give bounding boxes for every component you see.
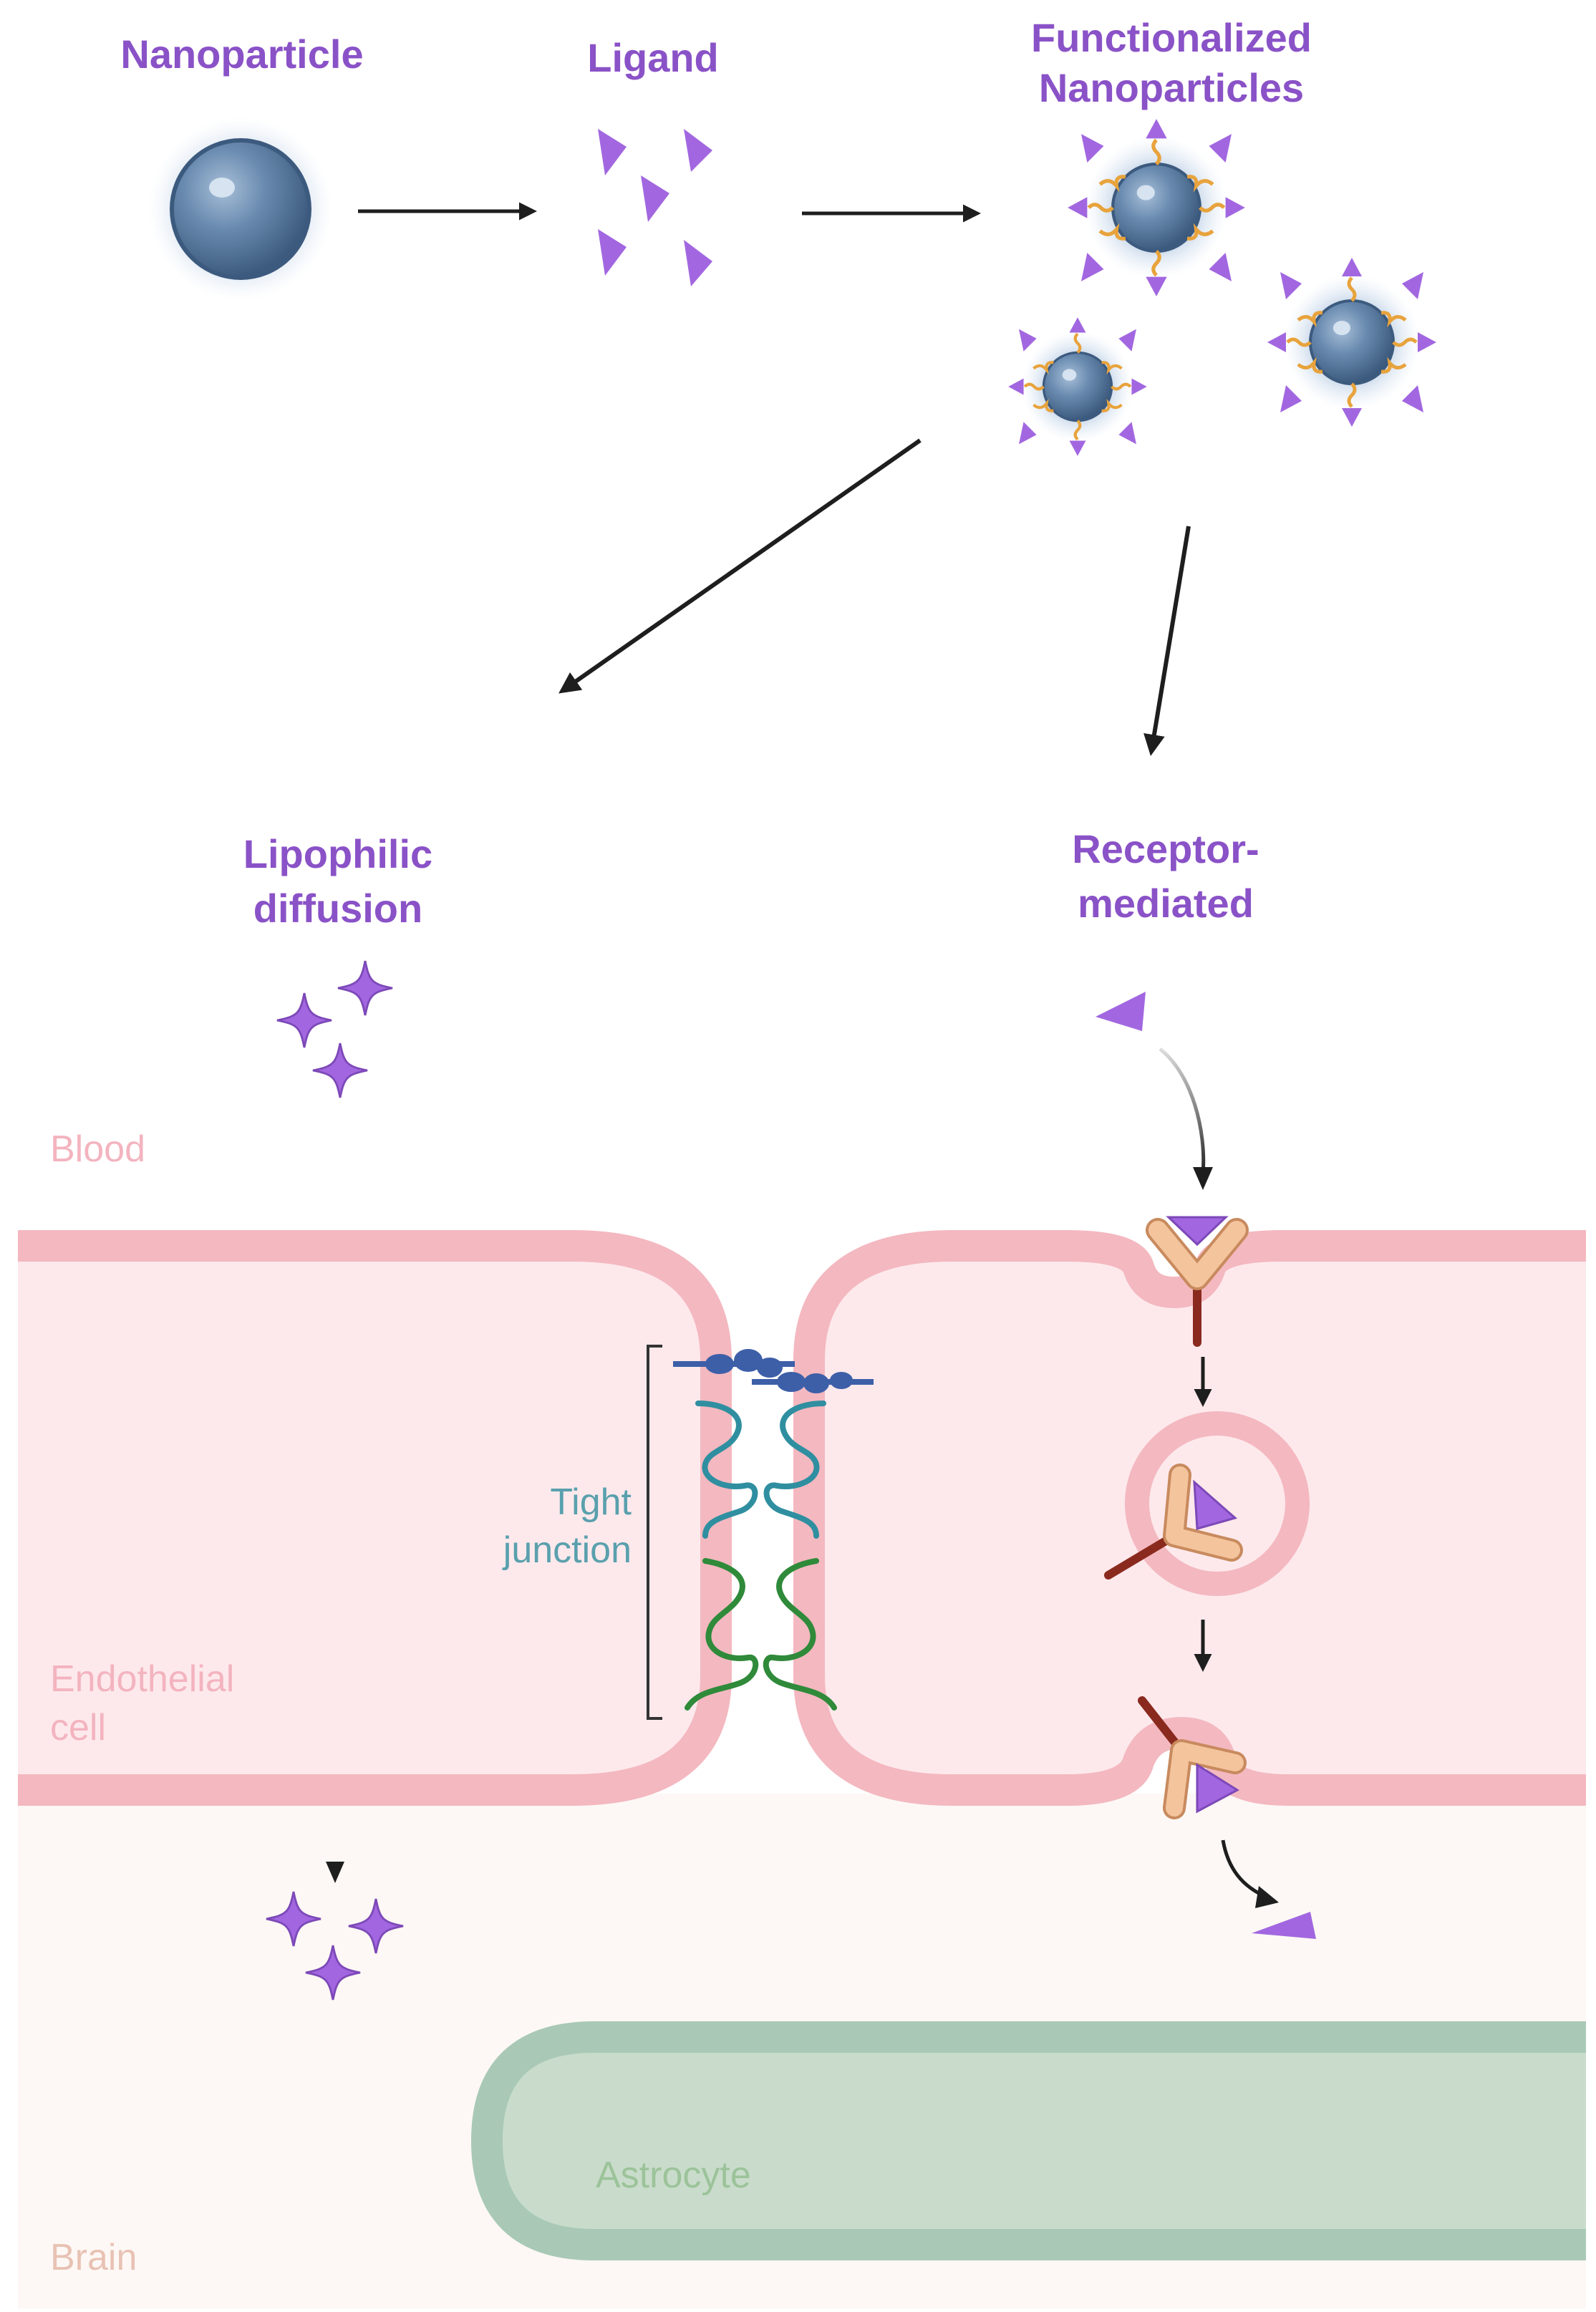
- lipophilic-molecules-blood: [276, 959, 394, 1099]
- label-ligand: Ligand: [587, 35, 719, 80]
- endocytic-vesicle: [1104, 1411, 1310, 1596]
- arrow-ligand-to-receptor: [1159, 1048, 1206, 1175]
- label-endothelial-line2: cell: [50, 1707, 106, 1748]
- nanoparticle-icon: [149, 117, 332, 301]
- label-tight-junction-line1: Tight: [550, 1481, 632, 1523]
- receptor-apical: [1146, 1216, 1249, 1347]
- label-functionalized-line1: Functionalized: [1031, 15, 1312, 60]
- functionalized-nanoparticle-icon: [1008, 119, 1436, 456]
- astrocyte: [470, 2021, 1586, 2260]
- label-receptor-line1: Receptor-: [1072, 826, 1259, 871]
- ligand-icons: [598, 129, 712, 286]
- arrow-ligand-to-receptor-head: [1193, 1167, 1213, 1190]
- label-functionalized-line2: Nanoparticles: [1039, 65, 1304, 110]
- arrow-to-lipophilic: [558, 438, 922, 694]
- label-blood: Blood: [50, 1128, 145, 1170]
- label-lipophilic-line2: diffusion: [253, 886, 422, 931]
- ligand-incoming: [1096, 992, 1146, 1031]
- label-astrocyte: Astrocyte: [596, 2154, 751, 2196]
- label-endothelial-line1: Endothelial: [50, 1658, 234, 1700]
- arrow-to-receptor: [1143, 526, 1191, 756]
- receptor-basal: [1138, 1696, 1247, 1819]
- label-receptor-line2: mediated: [1078, 881, 1254, 926]
- arrow-release-head: [1255, 1886, 1279, 1908]
- label-tight-junction-line2: junction: [502, 1529, 632, 1571]
- label-brain: Brain: [50, 2237, 137, 2278]
- label-nanoparticle: Nanoparticle: [120, 32, 363, 77]
- arrow-lipophilic-head: [326, 1862, 344, 1883]
- label-lipophilic-line1: Lipophilic: [243, 831, 432, 876]
- ligand-released: [1252, 1912, 1316, 1939]
- tight-junction: [647, 1345, 874, 1720]
